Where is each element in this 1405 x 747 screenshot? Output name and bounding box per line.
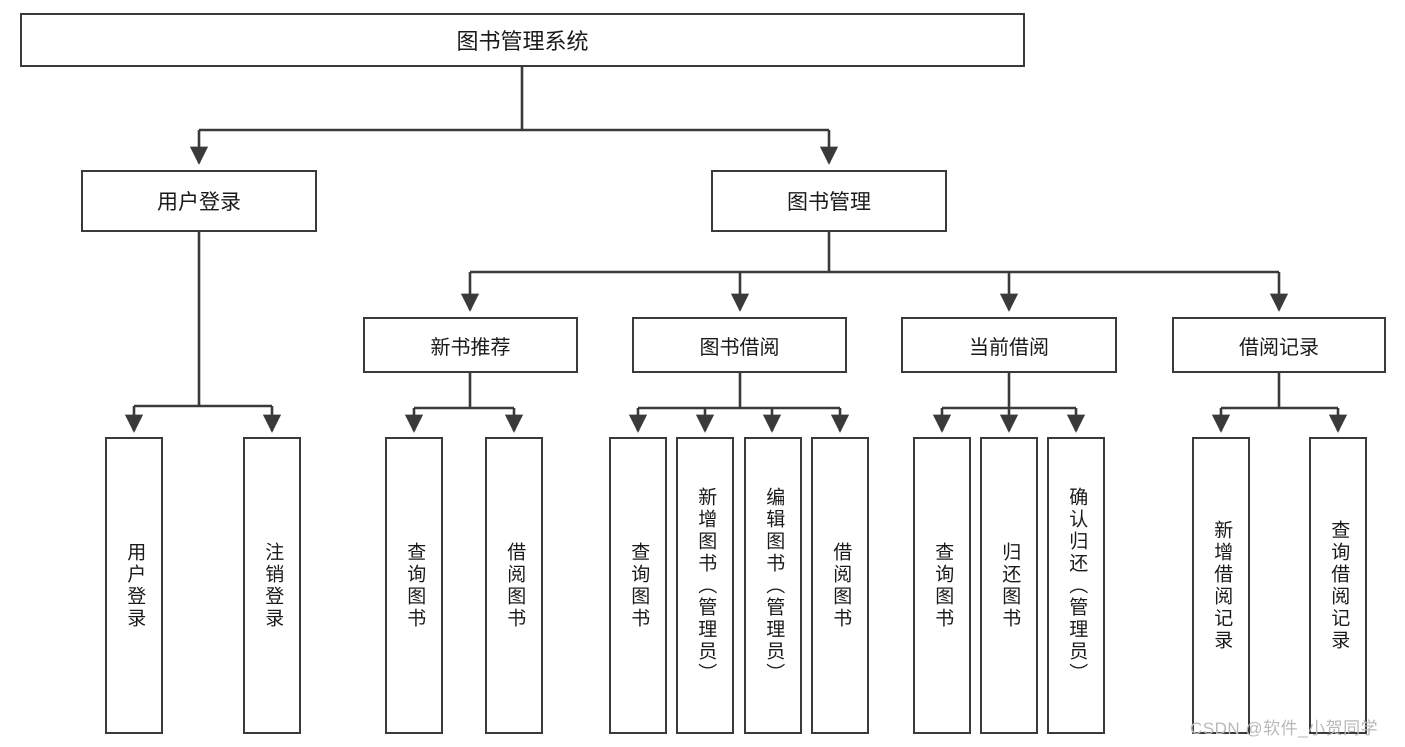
leaf-current-query[interactable]: 查询图书 bbox=[913, 437, 971, 734]
node-label: 图书管理 bbox=[787, 191, 871, 214]
node-book-borrow[interactable]: 图书借阅 bbox=[632, 317, 847, 373]
node-root[interactable]: 图书管理系统 bbox=[20, 13, 1025, 67]
leaf-borrow-borrow-book[interactable]: 借阅图书 bbox=[811, 437, 869, 734]
leaf-user-login-logout[interactable]: 注销登录 bbox=[243, 437, 301, 734]
leaf-label: 查询图书 bbox=[932, 541, 954, 630]
leaf-record-query[interactable]: 查询借阅记录 bbox=[1309, 437, 1367, 734]
leaf-current-confirm-return[interactable]: 确认归还（管理员） bbox=[1047, 437, 1105, 734]
leaf-record-add[interactable]: 新增借阅记录 bbox=[1192, 437, 1250, 734]
leaf-borrow-edit-book[interactable]: 编辑图书（管理员） bbox=[744, 437, 802, 734]
leaf-new-book-borrow[interactable]: 借阅图书 bbox=[485, 437, 543, 734]
node-new-book-recommend[interactable]: 新书推荐 bbox=[363, 317, 578, 373]
leaf-label: 注销登录 bbox=[262, 541, 284, 630]
node-label: 借阅记录 bbox=[1239, 336, 1319, 359]
leaf-borrow-add-book[interactable]: 新增图书（管理员） bbox=[676, 437, 734, 734]
node-user-login[interactable]: 用户登录 bbox=[81, 170, 317, 232]
leaf-new-book-query[interactable]: 查询图书 bbox=[385, 437, 443, 734]
leaf-label: 确认归还（管理员） bbox=[1066, 486, 1088, 685]
leaf-label: 查询借阅记录 bbox=[1328, 519, 1350, 652]
leaf-label: 归还图书 bbox=[999, 541, 1021, 630]
leaf-label: 编辑图书（管理员） bbox=[763, 486, 785, 685]
leaf-label: 用户登录 bbox=[124, 541, 146, 630]
leaf-borrow-query[interactable]: 查询图书 bbox=[609, 437, 667, 734]
leaf-label: 借阅图书 bbox=[504, 541, 526, 630]
node-label: 新书推荐 bbox=[430, 336, 511, 359]
leaf-current-return[interactable]: 归还图书 bbox=[980, 437, 1038, 734]
leaf-user-login-login[interactable]: 用户登录 bbox=[105, 437, 163, 734]
node-book-management[interactable]: 图书管理 bbox=[711, 170, 947, 232]
leaf-label: 查询图书 bbox=[628, 541, 650, 630]
node-label: 图书借阅 bbox=[699, 336, 780, 359]
leaf-label: 借阅图书 bbox=[830, 541, 852, 630]
leaf-label: 新增图书（管理员） bbox=[695, 486, 717, 685]
node-label: 图书管理系统 bbox=[456, 29, 589, 54]
node-label: 用户登录 bbox=[157, 191, 241, 214]
watermark: CSDN @软件_小贺同学 bbox=[1190, 719, 1379, 738]
node-borrow-record[interactable]: 借阅记录 bbox=[1172, 317, 1386, 373]
node-label: 当前借阅 bbox=[969, 336, 1049, 359]
node-current-borrow[interactable]: 当前借阅 bbox=[901, 317, 1117, 373]
leaf-label: 新增借阅记录 bbox=[1211, 519, 1233, 652]
leaf-label: 查询图书 bbox=[404, 541, 426, 630]
